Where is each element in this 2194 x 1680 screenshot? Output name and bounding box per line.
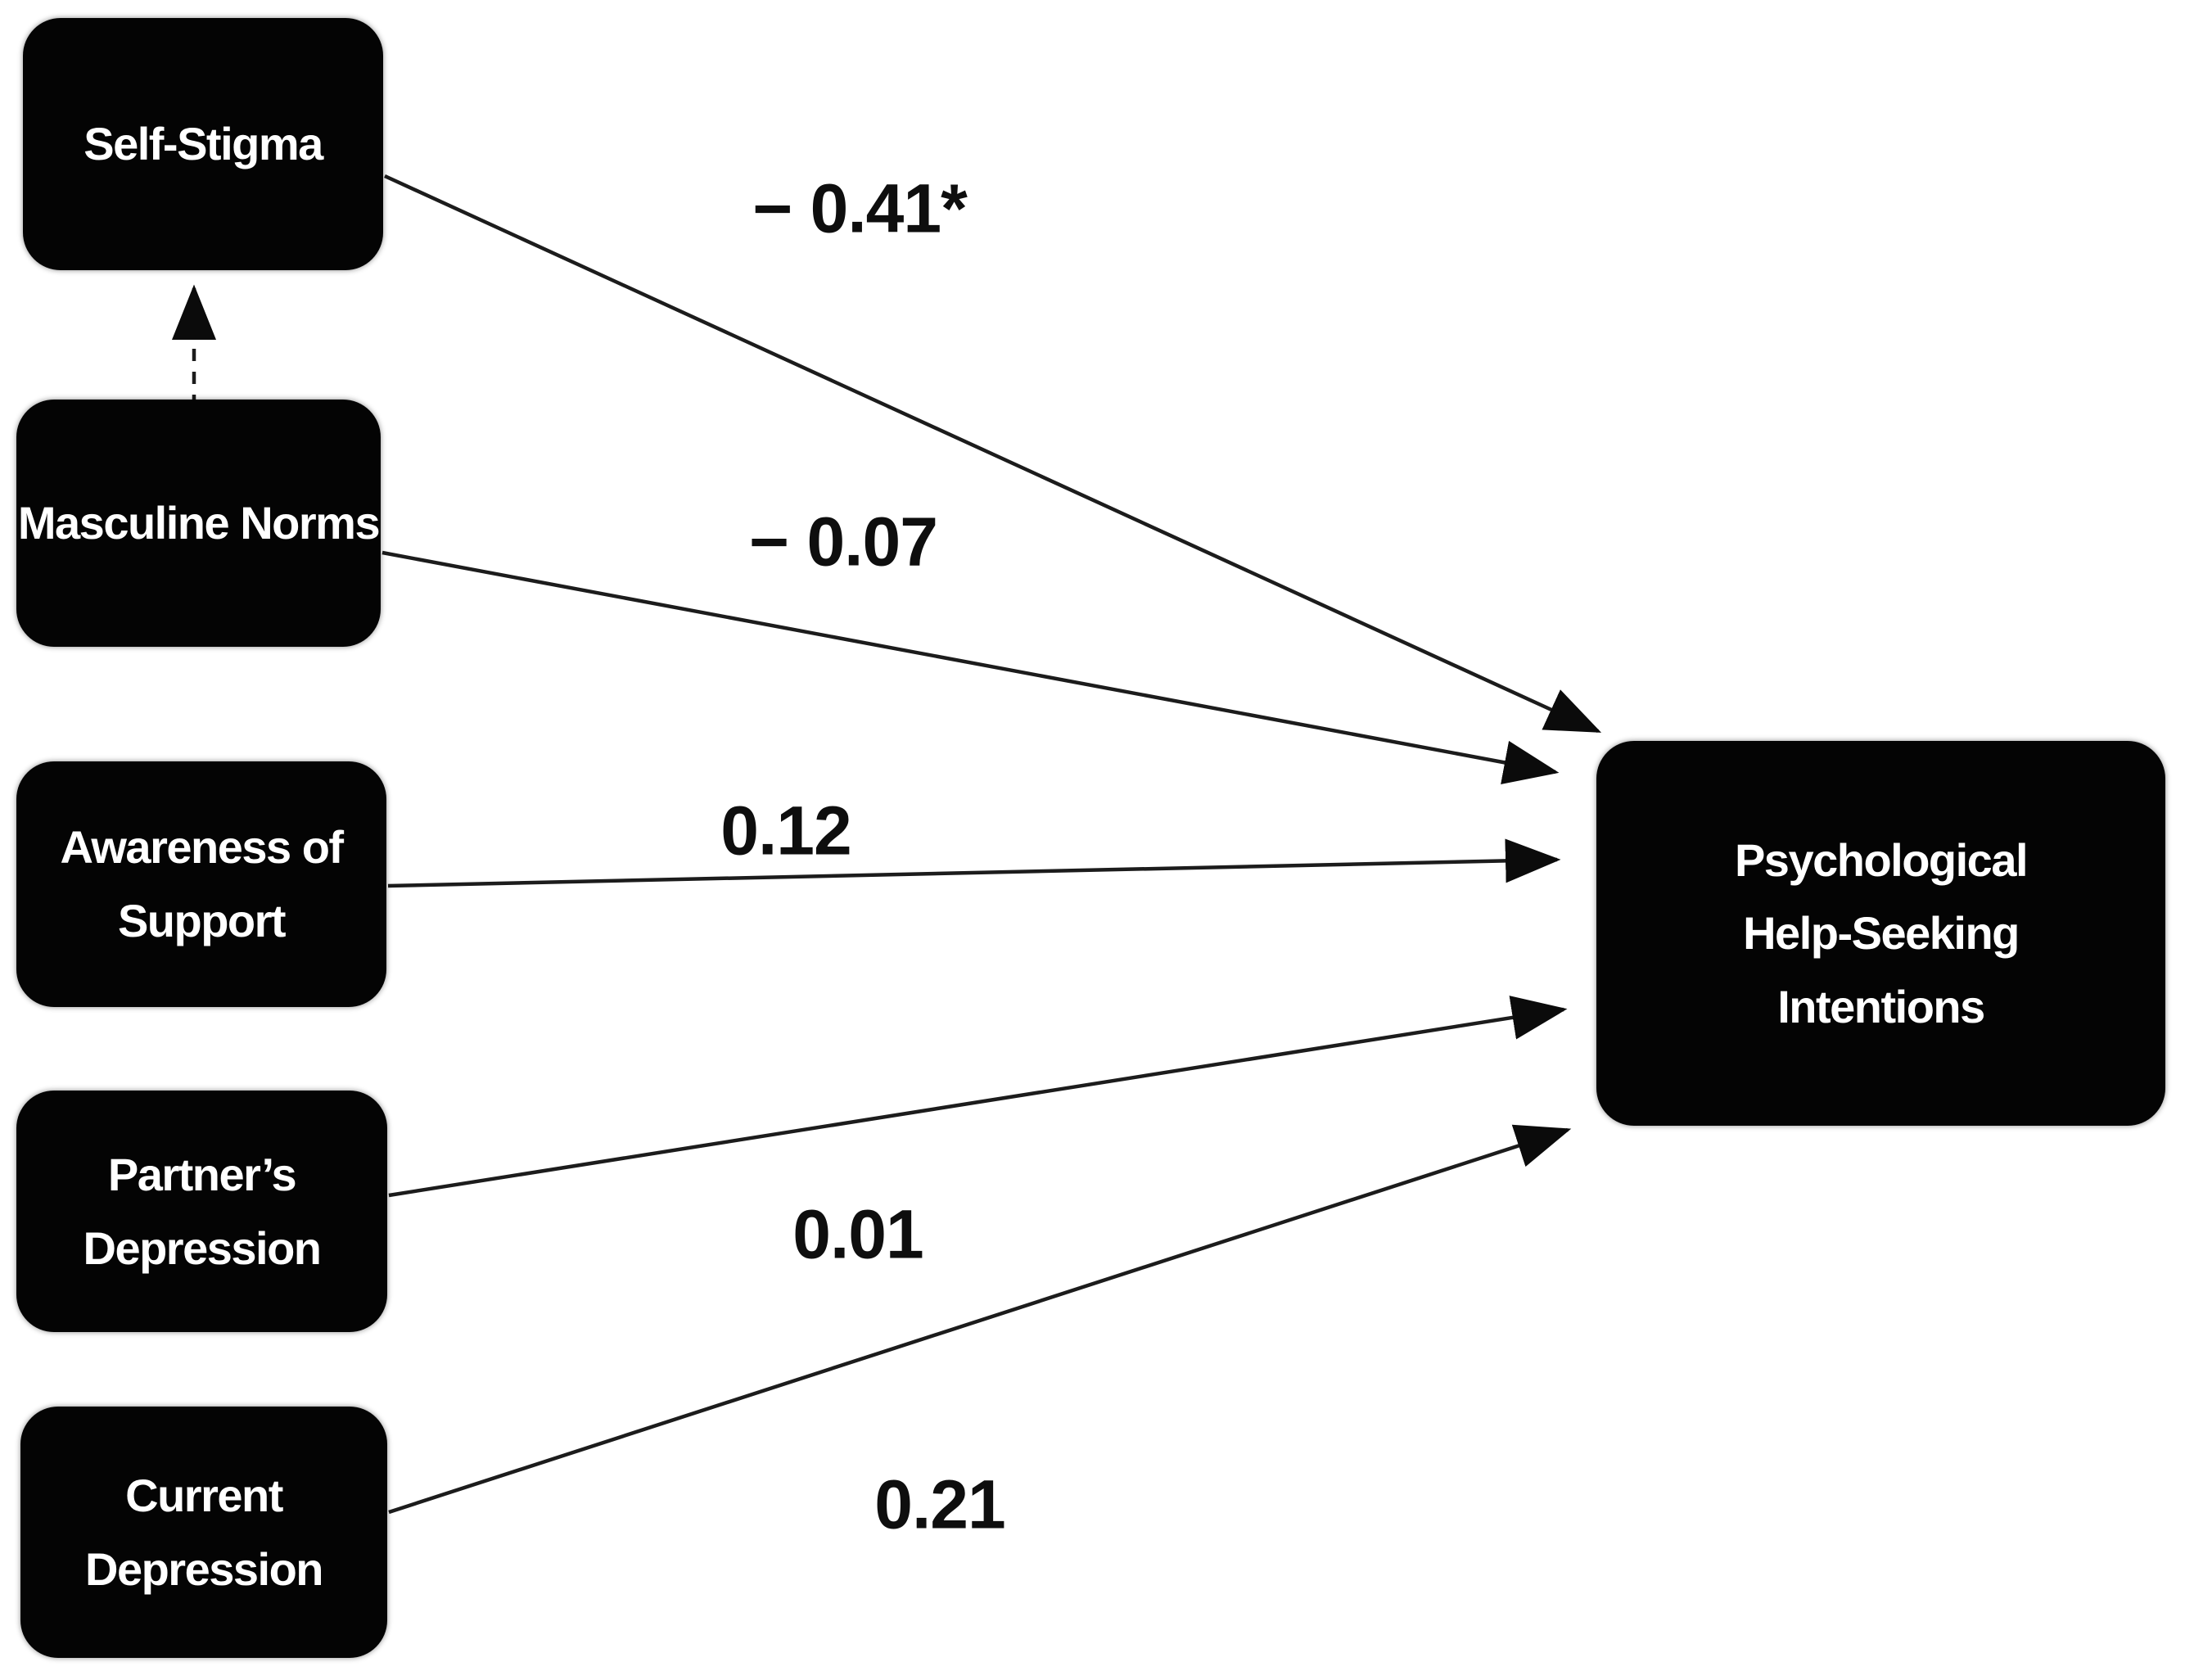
coefficient-current-depression-path: 0.21 [874,1465,1005,1543]
coefficient-self-stigma-path: − 0.41* [752,169,968,247]
box-psychological-help-seeking-intentions-label: Psychological Help-Seeking Intentions [1734,833,2029,1032]
box-partners-depression-label: Partner’s Depression [83,1148,323,1274]
arrow-partners-depression-to-intentions [388,996,1568,1198]
box-psychological-help-seeking-intentions: Psychological Help-Seeking Intentions [1596,741,2165,1126]
box-self-stigma-label: Self-Stigma [84,118,323,170]
box-masculine-norms: Masculine Norms [16,400,381,647]
coefficient-awareness-of-support-path: 0.12 [720,792,851,869]
box-awareness-of-support-label: Awareness of Support [60,821,344,946]
box-self-stigma: Self-Stigma [23,18,383,270]
arrow-awareness-of-support-to-intentions [387,838,1561,888]
arrow-current-depression-to-intentions [388,1124,1572,1515]
box-current-depression-label: Current Depression [85,1469,324,1595]
box-current-depression: Current Depression [20,1407,387,1658]
arrow-self-stigma-to-intentions [384,174,1602,734]
box-awareness-of-support: Awareness of Support [16,761,386,1007]
coefficient-masculine-norms-path: − 0.07 [749,503,938,580]
box-masculine-norms-label: Masculine Norms [17,497,381,549]
coefficient-partners-depression-path: 0.01 [792,1195,923,1273]
box-partners-depression: Partner’s Depression [16,1091,387,1332]
arrow-masculine-norms-to-intentions [381,550,1560,784]
